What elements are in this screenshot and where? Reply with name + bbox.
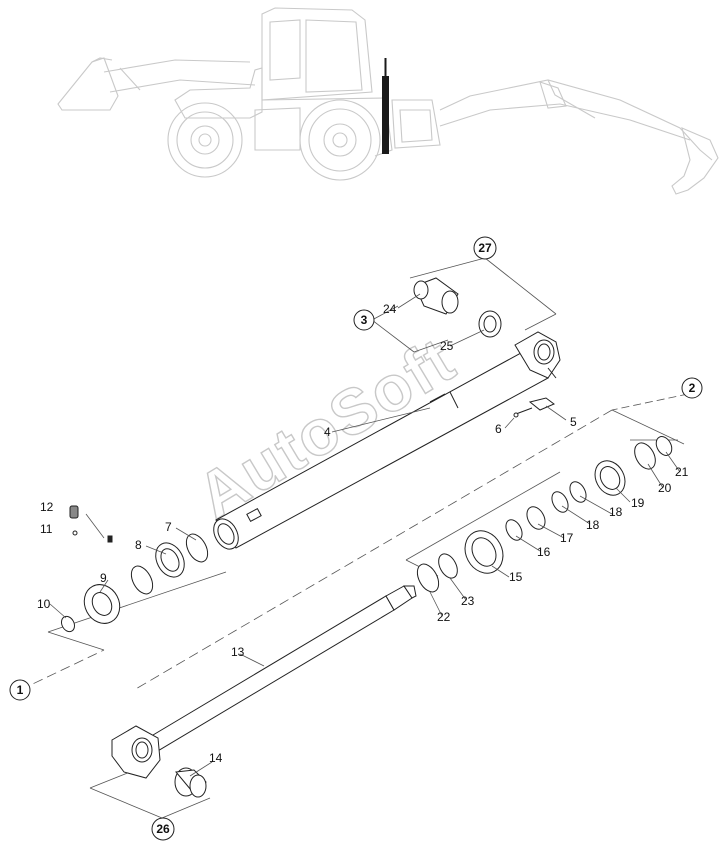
group-bracket-lines xyxy=(19,257,689,819)
callout-25: 25 xyxy=(440,339,454,353)
svg-text:1: 1 xyxy=(17,683,24,697)
callout-16: 16 xyxy=(537,545,551,559)
callout-23: 23 xyxy=(461,594,475,608)
svg-text:2: 2 xyxy=(689,381,696,395)
callout-4: 4 xyxy=(324,425,331,439)
callout-7: 7 xyxy=(165,520,172,534)
callout-circle-26: 26 xyxy=(151,817,175,841)
piston-group-parts xyxy=(416,436,673,593)
highlighted-cylinder-on-machine xyxy=(382,58,389,154)
callout-14: 14 xyxy=(209,751,223,765)
callout-circle-1: 1 xyxy=(9,679,31,701)
piston-rod xyxy=(111,585,417,798)
callout-24: 24 xyxy=(383,302,397,316)
callout-10: 10 xyxy=(37,597,51,611)
pin-bushings xyxy=(413,277,502,338)
gland-parts-left xyxy=(61,505,209,633)
callout-13: 13 xyxy=(231,645,245,659)
callout-11: 11 xyxy=(40,522,53,536)
svg-text:3: 3 xyxy=(361,313,368,327)
callout-18a: 18 xyxy=(586,518,600,532)
callout-5: 5 xyxy=(570,415,577,429)
callout-19: 19 xyxy=(631,496,645,510)
backhoe-loader-illustration xyxy=(57,7,719,195)
svg-text:26: 26 xyxy=(156,822,170,836)
circled-callouts: 1 2 3 26 27 xyxy=(9,236,703,841)
leader-lines xyxy=(49,293,681,777)
callout-6: 6 xyxy=(495,422,502,436)
part-callouts: 4 5 6 7 8 9 10 11 12 13 14 15 16 17 18 1… xyxy=(37,302,689,765)
lock-plate-and-bolt xyxy=(513,397,555,418)
callout-8: 8 xyxy=(135,538,142,552)
callout-circle-27: 27 xyxy=(473,236,497,260)
callout-20: 20 xyxy=(658,481,672,495)
callout-circle-3: 3 xyxy=(353,309,375,331)
callout-15: 15 xyxy=(509,570,523,584)
callout-17: 17 xyxy=(560,531,574,545)
callout-9: 9 xyxy=(100,571,107,585)
callout-18b: 18 xyxy=(609,505,623,519)
callout-12: 12 xyxy=(40,500,54,514)
svg-text:27: 27 xyxy=(478,241,492,255)
callout-21: 21 xyxy=(675,465,689,479)
cylinder-barrel xyxy=(213,331,561,550)
callout-22: 22 xyxy=(437,610,451,624)
callout-circle-2: 2 xyxy=(681,377,703,399)
